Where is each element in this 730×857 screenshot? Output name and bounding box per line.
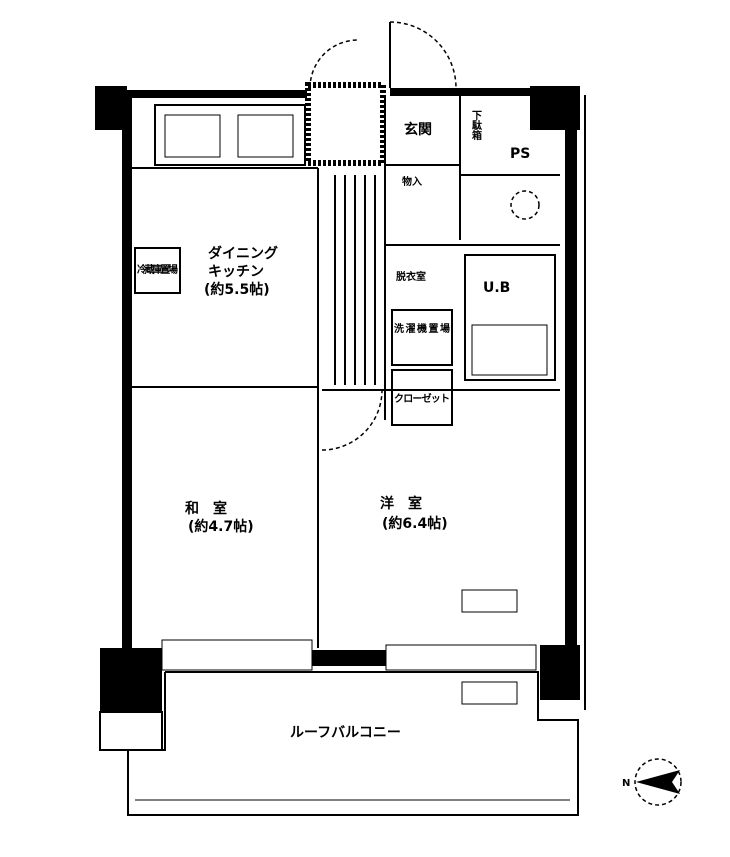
washitsu-label: 和 室	[185, 500, 227, 517]
north-arrow-icon: N	[622, 758, 682, 806]
outer-walls	[95, 86, 586, 712]
window-sash-right	[385, 644, 537, 671]
dk-label-2: キッチン	[208, 264, 264, 280]
washitsu-size: (約4.7帖)	[188, 518, 254, 535]
storage-label: 物入	[402, 175, 422, 188]
stove-icon	[164, 114, 221, 158]
ps-label: PS	[510, 146, 530, 162]
entrance-label: 玄関	[404, 121, 432, 138]
closet-label: クローゼット	[394, 392, 450, 405]
shoe-box-label: 下駄箱	[470, 110, 482, 141]
fridge-label: 冷蔵庫置場	[137, 263, 178, 276]
pipe-shaft	[305, 82, 386, 166]
door-swing	[309, 39, 359, 89]
balcony-label: ルーフバルコニー	[290, 725, 401, 741]
washer-label: 洗濯機置場	[394, 322, 450, 335]
unit-bath	[464, 254, 556, 381]
balcony-outline	[127, 671, 579, 816]
bath-label: U.B	[483, 280, 510, 296]
stairs	[334, 175, 376, 385]
washer-space	[391, 309, 453, 366]
north-label: N	[622, 778, 630, 789]
kitchen-counter	[154, 104, 306, 166]
youshitsu-label: 洋 室	[380, 495, 422, 512]
closet	[391, 369, 453, 426]
fridge-space	[134, 247, 181, 294]
dk-size: (約5.5帖)	[204, 281, 270, 298]
youshitsu-size: (約6.4帖)	[382, 515, 448, 532]
dressing-label: 脱衣室	[396, 270, 426, 283]
sink-icon	[237, 114, 294, 158]
dk-label-1: ダイニング	[208, 245, 278, 262]
window-sash-left	[161, 639, 313, 671]
